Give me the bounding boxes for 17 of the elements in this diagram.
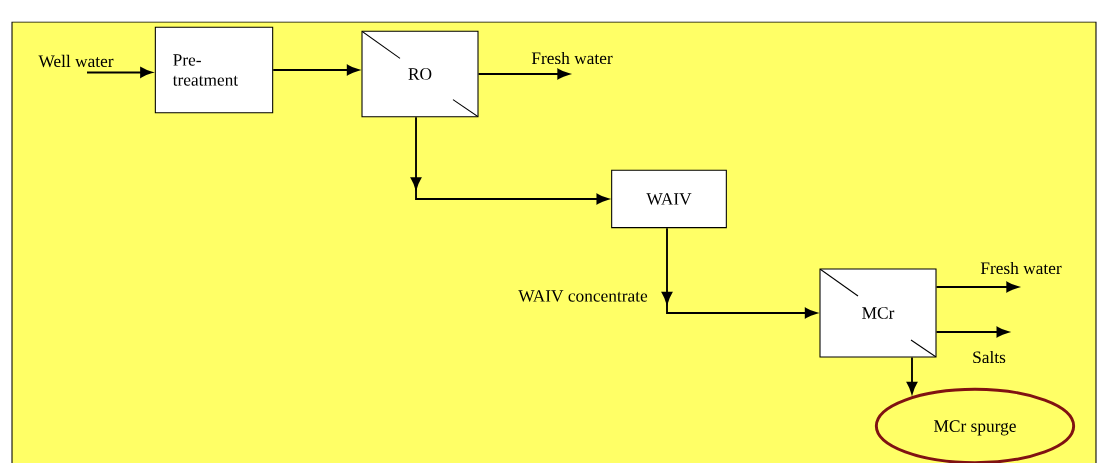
membrane-box: MCr (819, 268, 937, 358)
arrow (477, 68, 570, 80)
arrow (935, 281, 1019, 293)
arrow (86, 67, 153, 78)
arrow (661, 227, 817, 319)
flow-label: Salts (973, 350, 1006, 364)
flow-label: Well water (38, 54, 114, 68)
arrow (410, 116, 609, 205)
membrane-box: RO (361, 30, 479, 118)
arrow (935, 326, 1009, 338)
arrow (272, 64, 359, 76)
process-box: WAIV (611, 169, 727, 229)
flow-label: WAIV concentrate (518, 290, 648, 302)
arrow (906, 356, 918, 394)
flow-label: Fresh water (980, 261, 1062, 275)
flow-label: Fresh water (531, 51, 613, 65)
process-box: Pre- treatment (154, 26, 274, 114)
